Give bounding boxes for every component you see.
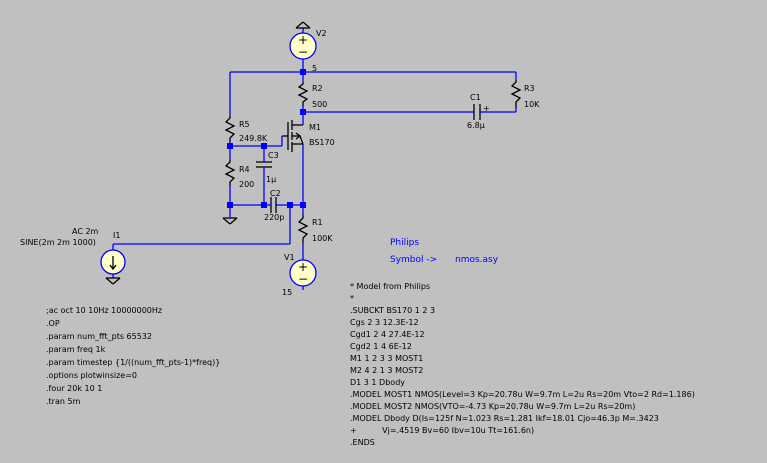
c2-capacitor[interactable]: C2 220p xyxy=(264,189,284,222)
r1-zigzag-icon xyxy=(297,215,309,243)
r2-value: 500 xyxy=(312,100,327,109)
m1-body-tie-icon xyxy=(299,135,304,145)
v2-plus-icon: + xyxy=(298,33,308,47)
junction-dot xyxy=(227,143,233,149)
philips-title: Philips xyxy=(390,238,419,248)
spice-directives[interactable]: ;ac oct 10 10Hz 10000000Hz .OP .param nu… xyxy=(46,306,220,406)
model-line: * xyxy=(350,294,354,303)
r2-zigzag-icon xyxy=(297,82,309,106)
i1-current-source[interactable]: I1 AC 2m SINE(2m 2m 1000) xyxy=(20,227,126,285)
v2-voltage-source[interactable]: + − V2 xyxy=(289,21,327,64)
v1-voltage-source[interactable]: + − V1 15 xyxy=(282,253,317,297)
wires xyxy=(112,64,517,260)
model-line: .SUBCKT BS170 1 2 3 xyxy=(350,306,435,315)
directive-line: .param freq 1k xyxy=(46,345,106,354)
v1-value: 15 xyxy=(282,288,292,297)
philips-note: Philips Symbol -> nmos.asy xyxy=(390,238,499,265)
directive-line: .tran 5m xyxy=(46,397,81,406)
v2-name: V2 xyxy=(316,29,327,38)
model-line: .MODEL MOST2 NMOS(VTO=-4.73 Kp=20.78u W=… xyxy=(350,402,635,411)
model-line: .MODEL Dbody D(Is=125f N=1.023 Rs=1.281 … xyxy=(350,414,659,423)
v2-ground-icon xyxy=(295,21,304,29)
junction-dot xyxy=(300,202,306,208)
r1-resistor[interactable]: R1 100K xyxy=(297,215,333,243)
junctions xyxy=(227,69,306,208)
i1-ac-label: AC 2m xyxy=(72,227,99,236)
model-line: .MODEL MOST1 NMOS(Level=3 Kp=20.78u W=9.… xyxy=(350,390,695,399)
r1-value: 100K xyxy=(312,234,333,243)
model-text-block[interactable]: * Model from Philips * .SUBCKT BS170 1 2… xyxy=(350,282,695,447)
junction-dot xyxy=(261,143,267,149)
model-line: * Model from Philips xyxy=(350,282,430,291)
v1-name: V1 xyxy=(284,253,295,262)
directive-line: .param timestep {1/((num_fft_pts-1)*freq… xyxy=(46,358,220,367)
m1-value: BS170 xyxy=(309,138,335,147)
r5-resistor[interactable]: R5 249.8K xyxy=(224,116,268,143)
r4-name: R4 xyxy=(239,165,250,174)
directive-line: .options plotwinsize=0 xyxy=(46,371,137,380)
net-label-5: 5 xyxy=(312,64,317,73)
m1-nmos-transistor[interactable]: M1 BS170 xyxy=(282,120,335,152)
model-line: M2 4 2 1 3 MOST2 xyxy=(350,366,423,375)
i1-value: SINE(2m 2m 1000) xyxy=(20,238,96,247)
r3-value: 10K xyxy=(524,100,540,109)
ground-icon xyxy=(229,217,238,225)
junction-dot xyxy=(261,202,267,208)
r5-value: 249.8K xyxy=(239,134,268,143)
c2-name: C2 xyxy=(270,189,281,198)
model-line: .ENDS xyxy=(350,438,375,447)
c2-value: 220p xyxy=(264,213,284,222)
philips-symbol-label: Symbol -> xyxy=(390,255,437,265)
v2-ground-icon xyxy=(302,21,311,29)
i1-name: I1 xyxy=(113,231,120,240)
c3-capacitor[interactable]: C3 1µ xyxy=(256,151,279,184)
r3-zigzag-icon xyxy=(510,80,522,108)
m1-name: M1 xyxy=(309,123,321,132)
c1-value: 6.8µ xyxy=(467,121,485,130)
model-line: Cgd2 1 4 6E-12 xyxy=(350,342,412,351)
r4-value: 200 xyxy=(239,180,254,189)
v1-plus-icon: + xyxy=(298,260,308,274)
junction-dot xyxy=(300,69,306,75)
i1-ground-icon xyxy=(105,277,114,285)
r2-name: R2 xyxy=(312,84,323,93)
r2-resistor[interactable]: R2 500 xyxy=(297,82,327,109)
model-line: D1 3 1 Dbody xyxy=(350,378,405,387)
v2-minus-icon: − xyxy=(298,45,308,59)
r5-zigzag-icon xyxy=(224,116,236,142)
r3-resistor[interactable]: R3 10K xyxy=(510,80,540,109)
ground-symbol xyxy=(222,212,238,225)
model-line: M1 1 2 3 3 MOST1 xyxy=(350,354,423,363)
junction-dot xyxy=(287,202,293,208)
c1-polarity-icon: + xyxy=(483,104,490,113)
c1-capacitor[interactable]: + C1 6.8µ xyxy=(467,93,490,130)
i1-arrow-icon xyxy=(109,264,117,271)
model-line: + Vj=.4519 Bv=60 Ibv=10u Tt=161.6n) xyxy=(350,426,534,435)
i1-ground-icon xyxy=(112,277,121,285)
r1-name: R1 xyxy=(312,218,323,227)
v1-minus-icon: − xyxy=(298,272,308,286)
philips-symbol-file: nmos.asy xyxy=(455,255,499,265)
directive-line: ;ac oct 10 10Hz 10000000Hz xyxy=(46,306,162,315)
r4-zigzag-icon xyxy=(224,160,236,186)
junction-dot xyxy=(227,202,233,208)
r5-name: R5 xyxy=(239,120,250,129)
model-line: Cgs 2 3 12.3E-12 xyxy=(350,318,419,327)
c3-name: C3 xyxy=(268,151,279,160)
c3-value: 1µ xyxy=(266,175,276,184)
c1-name: C1 xyxy=(470,93,481,102)
junction-dot xyxy=(300,109,306,115)
directive-line: .four 20k 10 1 xyxy=(46,384,102,393)
ground-icon xyxy=(222,217,231,225)
directive-line: .OP xyxy=(46,319,60,328)
r4-resistor[interactable]: R4 200 xyxy=(224,160,254,189)
model-line: Cgd1 2 4 27.4E-12 xyxy=(350,330,425,339)
r3-name: R3 xyxy=(524,84,535,93)
directive-line: .param num_fft_pts 65532 xyxy=(46,332,152,341)
